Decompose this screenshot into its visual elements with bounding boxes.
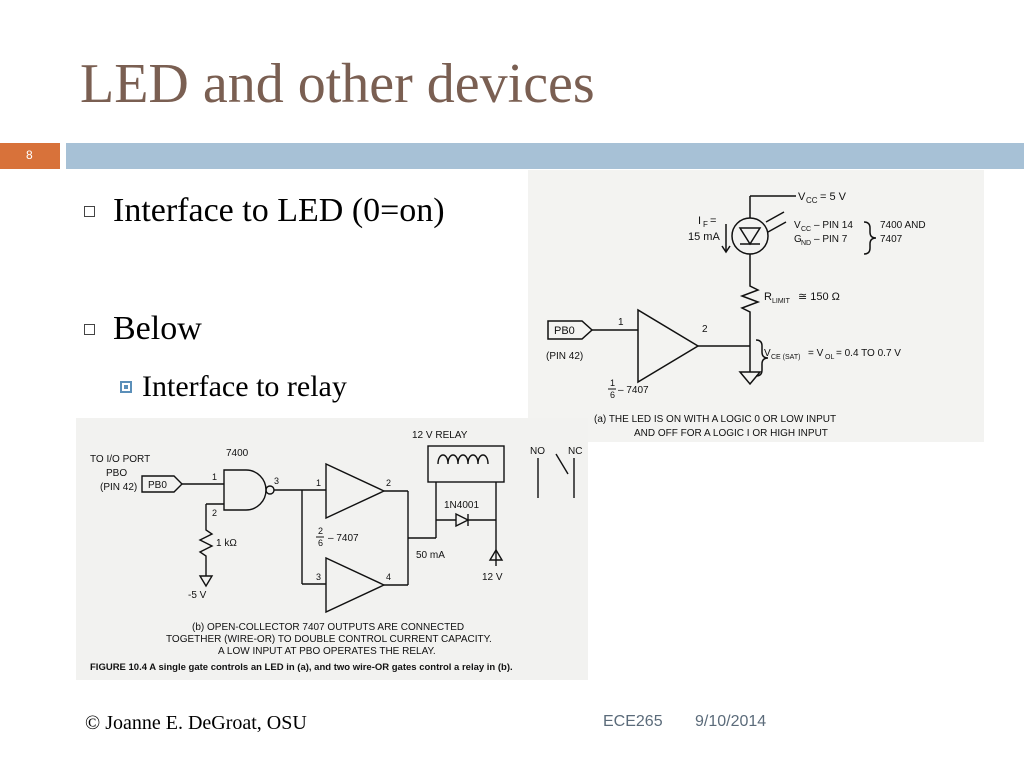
footer-date: 9/10/2014 xyxy=(695,713,767,730)
led-circuit-schematic: V CC = 5 V I F = 15 mA V CC – PIN 14 G N… xyxy=(546,191,926,439)
supply-label: 12 V xyxy=(482,572,503,583)
sub-bullet-item: Interface to relay xyxy=(120,370,347,404)
neg-supply-label: -5 V xyxy=(188,590,207,601)
vce-value: = 0.4 TO 0.7 V xyxy=(836,348,901,359)
caption-a-line-2: AND OFF FOR A LOGIC I OR HIGH INPUT xyxy=(634,428,828,439)
led-circuit-figure: V CC = 5 V I F = 15 mA V CC – PIN 14 G N… xyxy=(528,170,984,442)
if-label: I xyxy=(698,215,701,227)
footer-course: ECE265 xyxy=(603,713,663,730)
gate-fraction-denominator: 6 xyxy=(610,390,615,400)
gate-fraction-numerator: 1 xyxy=(610,378,615,388)
resistor-value: ≅ 150 Ω xyxy=(798,291,840,303)
bullet-square-icon xyxy=(84,323,95,335)
vcc-value: = 5 V xyxy=(820,191,847,203)
figure-caption: FIGURE 10.4 A single gate controls an LE… xyxy=(90,662,513,673)
nand-pin-2: 2 xyxy=(212,508,217,518)
vcc-pin-text: – PIN 14 xyxy=(814,220,853,231)
caption-b-line-1: (b) OPEN-COLLECTOR 7407 OUTPUTS ARE CONN… xyxy=(192,622,464,633)
slide-title: LED and other devices xyxy=(80,53,595,115)
buffer-pin-2: 2 xyxy=(386,478,391,488)
io-port-line-2: PBO xyxy=(106,468,127,479)
buffer-pin-4: 4 xyxy=(386,572,391,582)
buffer-pin-1: 1 xyxy=(316,478,321,488)
slide-number: 8 xyxy=(26,148,33,162)
gate-part-label: – 7407 xyxy=(618,385,649,396)
io-port-line-3: (PIN 42) xyxy=(100,482,137,493)
diode-label: 1N4001 xyxy=(444,500,479,511)
vol-subscript: OL xyxy=(825,354,834,361)
sub-bullet-square-icon xyxy=(120,381,132,393)
bullet-item: Below xyxy=(84,310,202,348)
vce-equals: = V xyxy=(808,348,824,359)
bullet-square-icon xyxy=(84,205,95,217)
bullet-text: Below xyxy=(113,310,202,347)
bullet-item: Interface to LED (0=on) xyxy=(84,192,445,230)
caption-b-line-3: A LOW INPUT AT PBO OPERATES THE RELAY. xyxy=(218,646,436,657)
vce-label: V xyxy=(764,348,771,359)
header-bar xyxy=(66,143,1024,169)
normally-closed-label: NC xyxy=(568,446,582,457)
pin-label: (PIN 42) xyxy=(546,351,583,362)
port-label: PB0 xyxy=(554,325,575,337)
vcc-pin-subscript: CC xyxy=(801,226,811,233)
normally-open-label: NO xyxy=(530,446,545,457)
gate-pin-2: 2 xyxy=(702,324,708,335)
current-label: 50 mA xyxy=(416,550,445,561)
caption-b-line-2: TOGETHER (WIRE-OR) TO DOUBLE CONTROL CUR… xyxy=(166,634,492,645)
relay-circuit-figure: TO I/O PORT PBO (PIN 42) PB0 7400 1 2 3 … xyxy=(76,418,588,680)
slide-number-box xyxy=(0,143,60,169)
vcc-subscript: CC xyxy=(806,196,818,205)
gnd-pin-label: G xyxy=(794,234,802,245)
vce-subscript: CE (SAT) xyxy=(771,354,800,361)
port-label: PB0 xyxy=(148,480,167,491)
if-equals: = xyxy=(710,215,716,227)
nand-label: 7400 xyxy=(226,448,249,459)
buffer-part-label: – 7407 xyxy=(328,533,359,544)
buffer-fraction-numerator: 2 xyxy=(318,526,323,536)
io-port-line-1: TO I/O PORT xyxy=(90,454,150,465)
relay-circuit-schematic: TO I/O PORT PBO (PIN 42) PB0 7400 1 2 3 … xyxy=(90,430,582,673)
relay-label: 12 V RELAY xyxy=(412,430,468,441)
footer-author: © Joanne E. DeGroat, OSU xyxy=(85,712,307,734)
gnd-pin-subscript: ND xyxy=(801,240,811,247)
bullet-text: Interface to LED (0=on) xyxy=(113,192,445,229)
if-subscript: F xyxy=(703,220,708,229)
sub-bullet-text: Interface to relay xyxy=(142,370,347,403)
chip-and-label: 7400 AND xyxy=(880,220,926,231)
resistor-label: R xyxy=(764,291,772,303)
nand-pin-1: 1 xyxy=(212,472,217,482)
vcc-label: V xyxy=(798,191,806,203)
chip-7407-label: 7407 xyxy=(880,234,903,245)
if-value: 15 mA xyxy=(688,231,720,243)
nand-pin-3: 3 xyxy=(274,476,279,486)
buffer-pin-3: 3 xyxy=(316,572,321,582)
resistor-subscript: LIMIT xyxy=(772,298,791,305)
resistor-label: 1 kΩ xyxy=(216,538,237,549)
caption-a-line-1: (a) THE LED IS ON WITH A LOGIC 0 OR LOW … xyxy=(594,414,836,425)
buffer-fraction-denominator: 6 xyxy=(318,538,323,548)
gate-pin-1: 1 xyxy=(618,317,624,328)
vcc-pin-label: V xyxy=(794,220,801,231)
gnd-pin-text: – PIN 7 xyxy=(814,234,848,245)
